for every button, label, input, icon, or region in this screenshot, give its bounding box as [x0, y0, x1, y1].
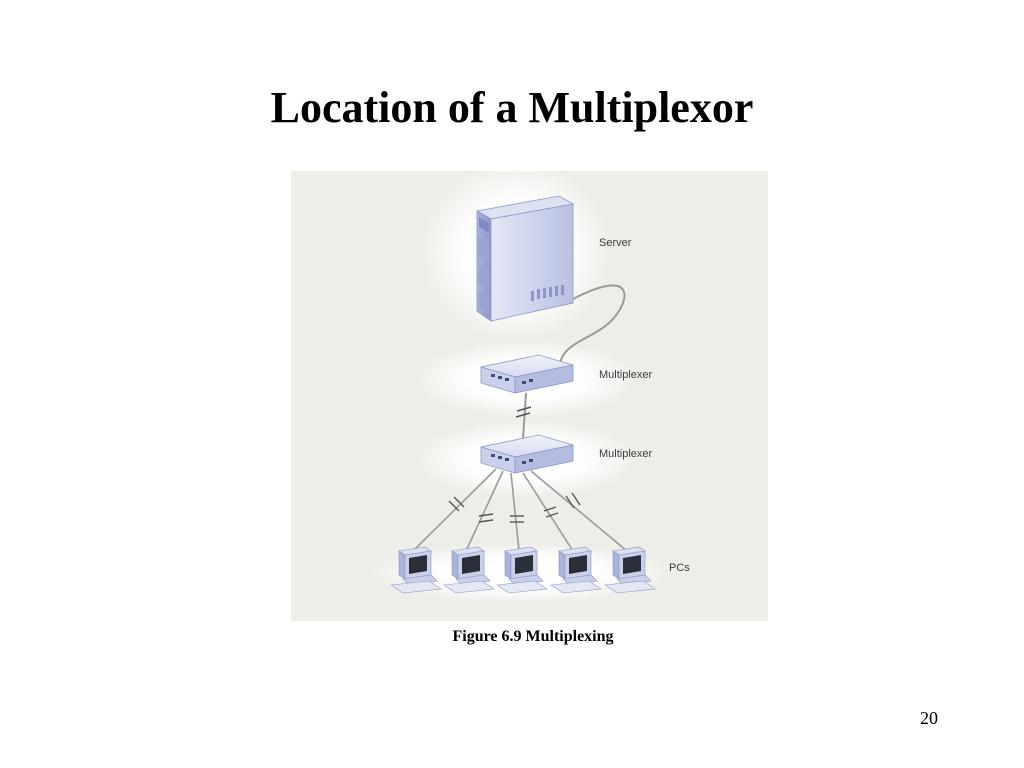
pc-cables [412, 468, 628, 552]
server-icon [475, 195, 575, 322]
multiplexing-figure: Server Multiplexer [291, 171, 768, 621]
pcs-label: PCs [669, 562, 690, 574]
multiplexer-top-label: Multiplexer [599, 369, 653, 381]
page-number: 20 [920, 708, 938, 728]
cable-break-marks [448, 492, 581, 523]
server-label: Server [599, 237, 632, 249]
figure-caption: Figure 6.9 Multiplexing [452, 628, 614, 645]
server-cable [558, 284, 626, 370]
multiplexer-bottom-label: Multiplexer [599, 448, 653, 460]
pc-icon [390, 546, 442, 594]
mux-link [522, 392, 527, 440]
slide-title: Location of a Multiplexor [270, 83, 754, 132]
multiplexer-bottom-icon [480, 434, 574, 474]
multiplexer-top-icon [480, 354, 574, 394]
multiplexing-diagram: Server Multiplexer [371, 171, 690, 603]
